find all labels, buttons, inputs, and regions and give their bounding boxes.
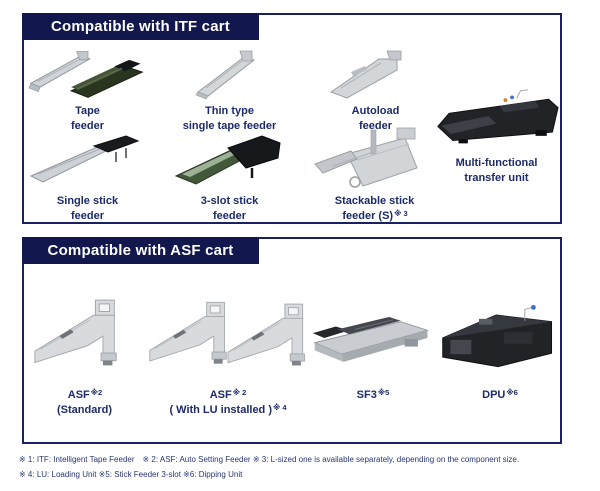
footnote-line-1: ※ 1: ITF: Intelligent Tape Feeder ※ 2: A… bbox=[19, 455, 520, 464]
itf-item-tape-feeder: Tape feeder bbox=[26, 46, 150, 132]
autoload-feeder-image bbox=[321, 46, 431, 100]
asf-with-lu-image bbox=[148, 290, 308, 384]
asf-item-with-lu: ASF※ 2 ( With LU installed )※ 4 bbox=[146, 290, 310, 416]
label-line-2: single tape feeder bbox=[182, 119, 277, 132]
sf3-image bbox=[309, 290, 437, 384]
label-line-1: ASF※ 2 bbox=[209, 388, 247, 401]
label-line-2: feeder bbox=[212, 209, 247, 222]
stackable-stick-feeder-label: Stackable stick feeder (S)※ 3 bbox=[335, 193, 416, 222]
asf-standard-image bbox=[33, 290, 137, 384]
label-line-2: (Standard) bbox=[57, 403, 112, 416]
asf-item-standard: ASF※2 (Standard) bbox=[29, 290, 141, 416]
label-line-1: ASF※2 bbox=[67, 388, 103, 401]
3-slot-stick-feeder-label: 3-slot stick feeder bbox=[201, 193, 259, 222]
itf-panel: Compatible with ITF cart Tape feeder bbox=[22, 13, 562, 224]
single-stick-feeder-image bbox=[28, 132, 148, 190]
dpu-label: DPU※6 bbox=[482, 387, 518, 402]
multi-functional-transfer-unit-label: Multi-functional transfer unit bbox=[456, 155, 539, 184]
label-line-2: transfer unit bbox=[464, 171, 529, 184]
label-line-2: feeder (S)※ 3 bbox=[342, 208, 408, 222]
asf-with-lu-label: ASF※ 2 ( With LU installed )※ 4 bbox=[169, 387, 286, 416]
label-line-2: ( With LU installed )※ 4 bbox=[169, 402, 287, 416]
label-line-1: Single stick bbox=[56, 195, 119, 207]
itf-item-3-slot-stick-feeder: 3-slot stick feeder bbox=[162, 130, 298, 222]
single-stick-feeder-label: Single stick feeder bbox=[57, 193, 119, 222]
thin-type-single-tape-feeder-image bbox=[180, 46, 280, 100]
label-line-2: feeder bbox=[70, 119, 105, 132]
stackable-stick-feeder-image bbox=[313, 126, 437, 190]
asf-item-dpu: DPU※6 bbox=[440, 290, 560, 402]
sf3-label: SF3※5 bbox=[357, 387, 390, 402]
itf-panel-title: Compatible with ITF cart bbox=[51, 18, 230, 35]
footnote-line-2: ※ 4: LU: Loading Unit ※5: Stick Feeder 3… bbox=[19, 470, 243, 479]
asf-standard-label: ASF※2 (Standard) bbox=[57, 387, 113, 416]
label-line-1: Stackable stick bbox=[334, 195, 415, 207]
itf-item-single-stick-feeder: Single stick feeder bbox=[26, 132, 150, 222]
label-line-1: SF3※5 bbox=[356, 388, 390, 401]
itf-item-multi-functional-transfer-unit: Multi-functional transfer unit bbox=[434, 84, 560, 184]
label-line-1: Multi-functional bbox=[455, 157, 538, 169]
asf-panel-title: Compatible with ASF cart bbox=[47, 242, 234, 259]
3-slot-stick-feeder-image bbox=[172, 130, 288, 190]
footnotes: ※ 1: ITF: Intelligent Tape Feeder ※ 2: A… bbox=[19, 452, 597, 482]
itf-panel-header: Compatible with ITF cart bbox=[22, 13, 259, 40]
label-line-1: Thin type bbox=[205, 105, 254, 117]
dpu-image bbox=[437, 290, 563, 384]
asf-panel: Compatible with ASF cart ASF※2 bbox=[22, 237, 562, 444]
label-line-1: Autoload bbox=[351, 105, 400, 117]
asf-panel-header: Compatible with ASF cart bbox=[22, 237, 259, 264]
itf-item-thin-type-single-tape-feeder: Thin type single tape feeder bbox=[162, 46, 298, 132]
label-line-1: DPU※6 bbox=[482, 388, 518, 401]
thin-type-single-tape-feeder-label: Thin type single tape feeder bbox=[183, 103, 278, 132]
label-line-2: feeder bbox=[70, 209, 104, 222]
itf-item-stackable-stick-feeder: Stackable stick feeder (S)※ 3 bbox=[309, 126, 441, 222]
label-line-1: Tape bbox=[75, 105, 100, 117]
autoload-feeder-label: Autoload feeder bbox=[352, 103, 401, 132]
label-line-1: 3-slot stick bbox=[200, 195, 259, 207]
itf-item-autoload-feeder: Autoload feeder bbox=[314, 46, 438, 132]
asf-item-sf3: SF3※5 bbox=[306, 290, 440, 402]
multi-functional-transfer-unit-image bbox=[434, 84, 560, 152]
label-line-2: feeder bbox=[358, 119, 392, 132]
tape-feeder-image bbox=[28, 46, 148, 100]
tape-feeder-label: Tape feeder bbox=[71, 103, 105, 132]
